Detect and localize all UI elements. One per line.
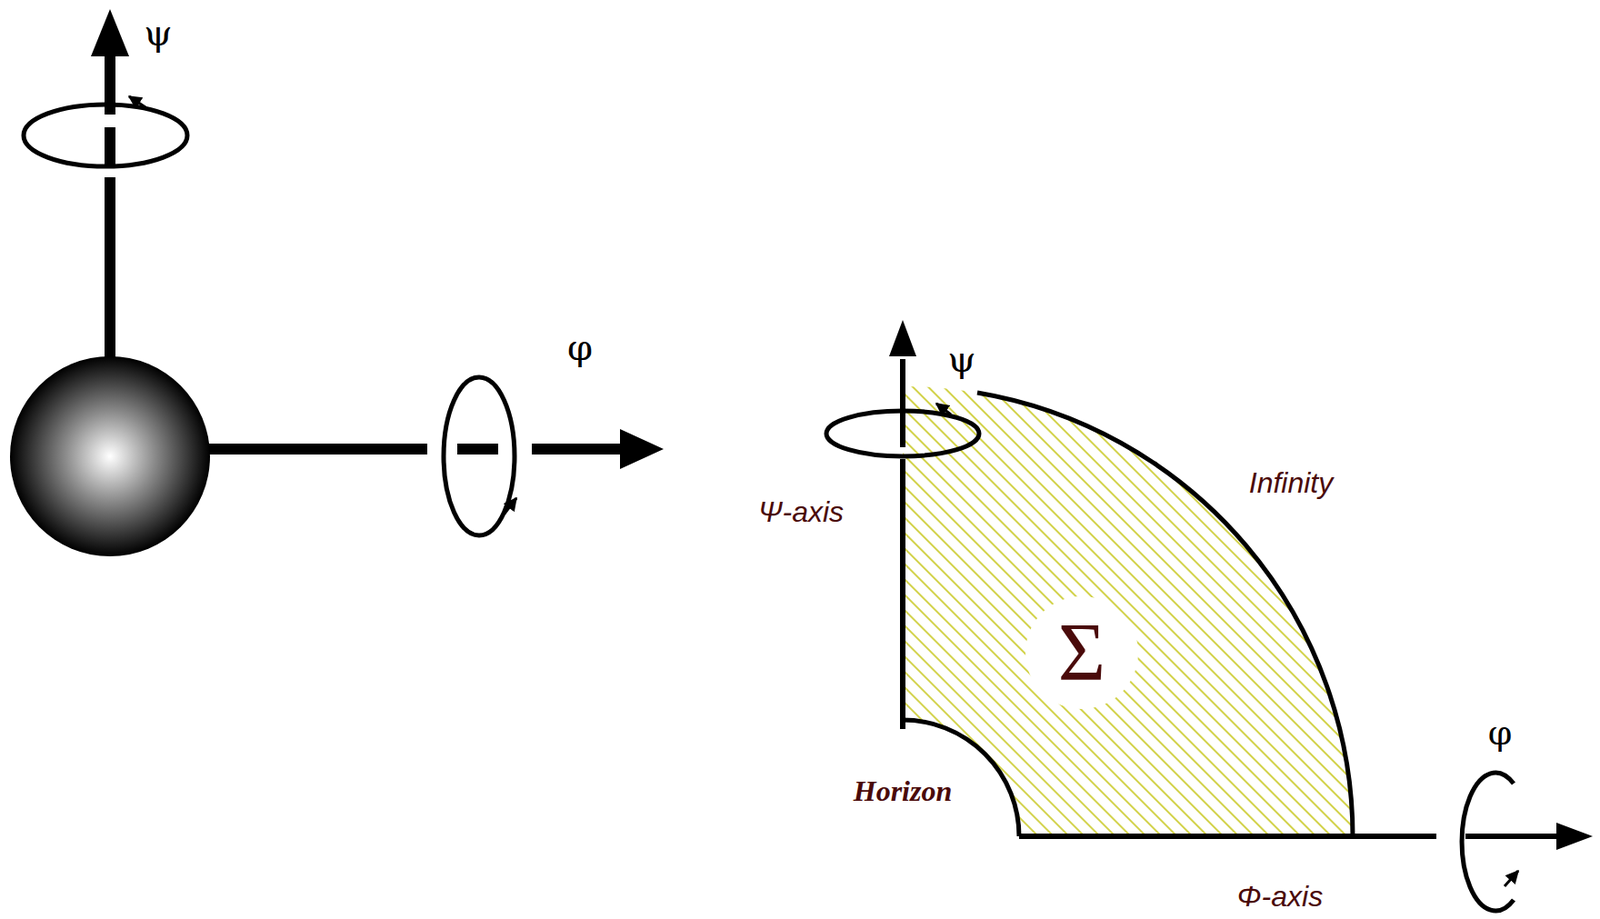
- region-symbol: Σ: [1058, 611, 1106, 694]
- axis-label: Φ-axis: [1237, 881, 1323, 911]
- axis-symbol: ψ: [947, 340, 976, 378]
- boundary-label: Horizon: [853, 776, 952, 806]
- boundary-label: Infinity: [1249, 468, 1333, 498]
- axis-symbol: φ: [567, 329, 593, 366]
- axis-symbol: φ: [1488, 715, 1513, 750]
- right-figure: [826, 320, 1593, 911]
- axis-symbol: ψ: [143, 14, 172, 51]
- axis-label: Ψ-axis: [758, 497, 844, 527]
- left-figure: [10, 9, 664, 557]
